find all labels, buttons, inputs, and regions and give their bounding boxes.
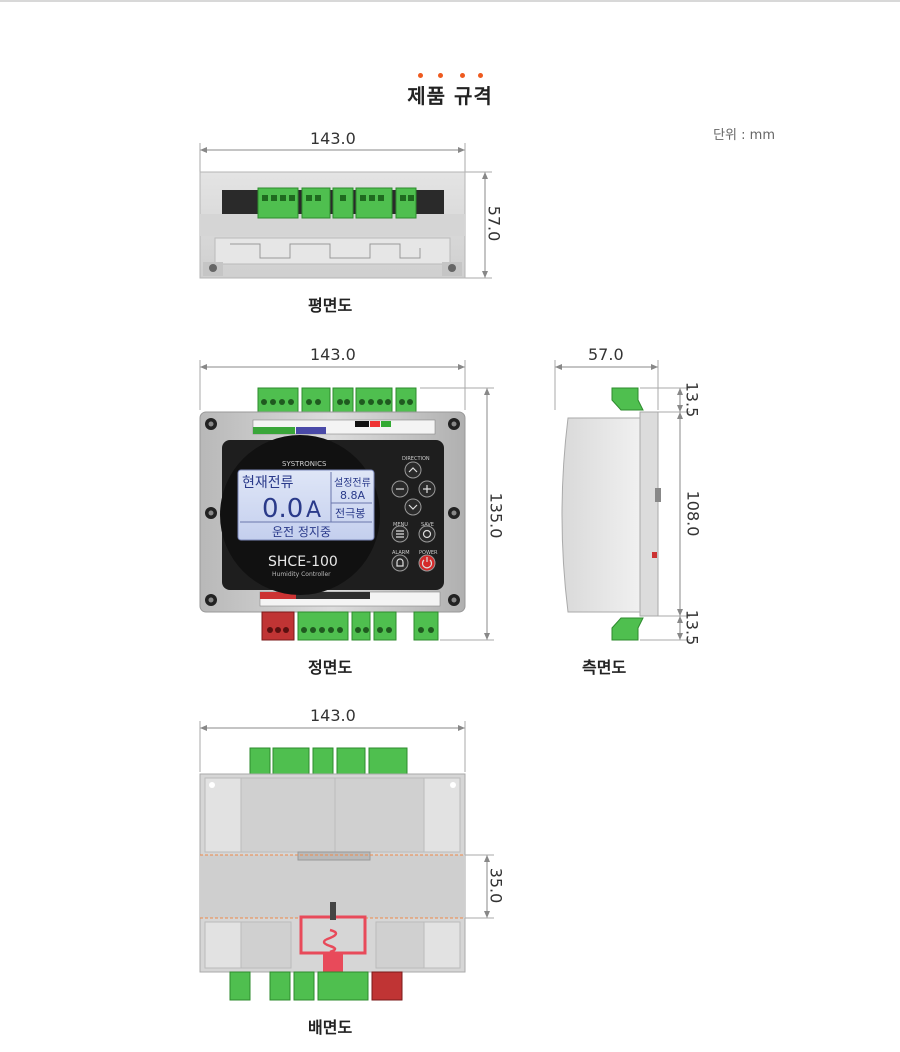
side-view-caption: 측면도 <box>582 658 627 677</box>
up-button[interactable] <box>404 461 422 479</box>
top-view <box>199 143 492 279</box>
back-rail-label: 35.0 <box>486 867 506 904</box>
side-view <box>554 360 690 641</box>
front-width-label: 143.0 <box>310 345 356 364</box>
lcd-electrode-label: 전극봉 <box>335 507 365 520</box>
top-divider <box>0 0 900 2</box>
lcd-main-unit: A <box>306 498 321 523</box>
alarm-label: ALARM <box>392 550 410 556</box>
save-label: SAVE <box>421 522 434 528</box>
lcd-status: 운전 정지중 <box>272 525 331 539</box>
brand-name: SYSTRONICS <box>282 460 327 468</box>
save-button[interactable] <box>418 525 436 543</box>
title-accent-dots <box>0 73 900 79</box>
model-name: SHCE-100 <box>268 554 338 570</box>
back-width-label: 143.0 <box>310 706 356 725</box>
side-top-label: 13.5 <box>682 381 702 418</box>
lcd-main-value: 0.0 <box>262 494 303 524</box>
power-button[interactable] <box>418 554 436 572</box>
back-view-caption: 배면도 <box>308 1018 353 1037</box>
unit-label: 단위 : mm <box>713 128 775 143</box>
lcd-set-value: 8.8A <box>340 489 365 502</box>
power-label: POWER <box>419 550 438 556</box>
back-view <box>199 721 494 1001</box>
model-subtitle: Humidity Controller <box>272 571 331 578</box>
top-view-caption: 평면도 <box>308 296 353 315</box>
down-button[interactable] <box>404 498 422 516</box>
menu-label: MENU <box>393 522 408 528</box>
top-width-label: 143.0 <box>310 129 356 148</box>
direction-label: DIRECTION <box>402 456 430 462</box>
page-title: 제품 규격 <box>407 84 493 108</box>
front-view-caption: 정면도 <box>308 658 353 677</box>
front-height-label: 135.0 <box>486 492 506 539</box>
lcd-set-label: 설정전류 <box>334 477 371 489</box>
front-view: 현재전류 0.0 A 설정전류 8.8A 전극봉 운전 정지중 SYSTRONI… <box>199 360 494 641</box>
alarm-button[interactable] <box>391 554 409 572</box>
lcd-main-label: 현재전류 <box>242 475 294 491</box>
top-height-label: 57.0 <box>484 205 504 242</box>
side-depth-label: 57.0 <box>588 345 624 364</box>
side-bottom-label: 13.5 <box>682 609 702 646</box>
side-mid-label: 108.0 <box>683 490 703 537</box>
